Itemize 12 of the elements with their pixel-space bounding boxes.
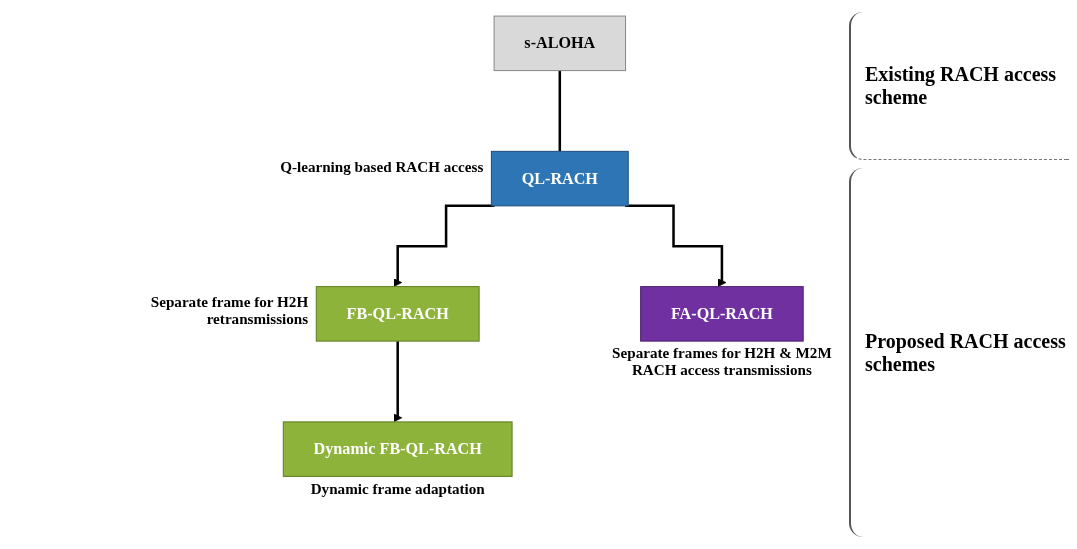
- node-box: Dynamic FB-QL-RACH: [282, 421, 513, 477]
- scheme-label: Existing RACH access scheme: [865, 62, 1058, 109]
- scheme-label: Proposed RACH access schemes: [865, 329, 1067, 376]
- node-caption: Q-learning based RACH access: [279, 158, 484, 176]
- node-box: QL-RACH: [490, 150, 629, 207]
- node-caption: Separate frame for H2H retransmissions: [149, 293, 309, 328]
- connector: [558, 69, 562, 153]
- node-box: s-ALOHA: [493, 15, 627, 72]
- node-box: FB-QL-RACH: [315, 286, 480, 342]
- node-caption: Separate frames for H2H & M2M RACH access transmissions: [611, 345, 833, 380]
- node-box: FA-QL-RACH: [640, 286, 804, 342]
- node-caption: Dynamic frame adaptation: [309, 480, 486, 498]
